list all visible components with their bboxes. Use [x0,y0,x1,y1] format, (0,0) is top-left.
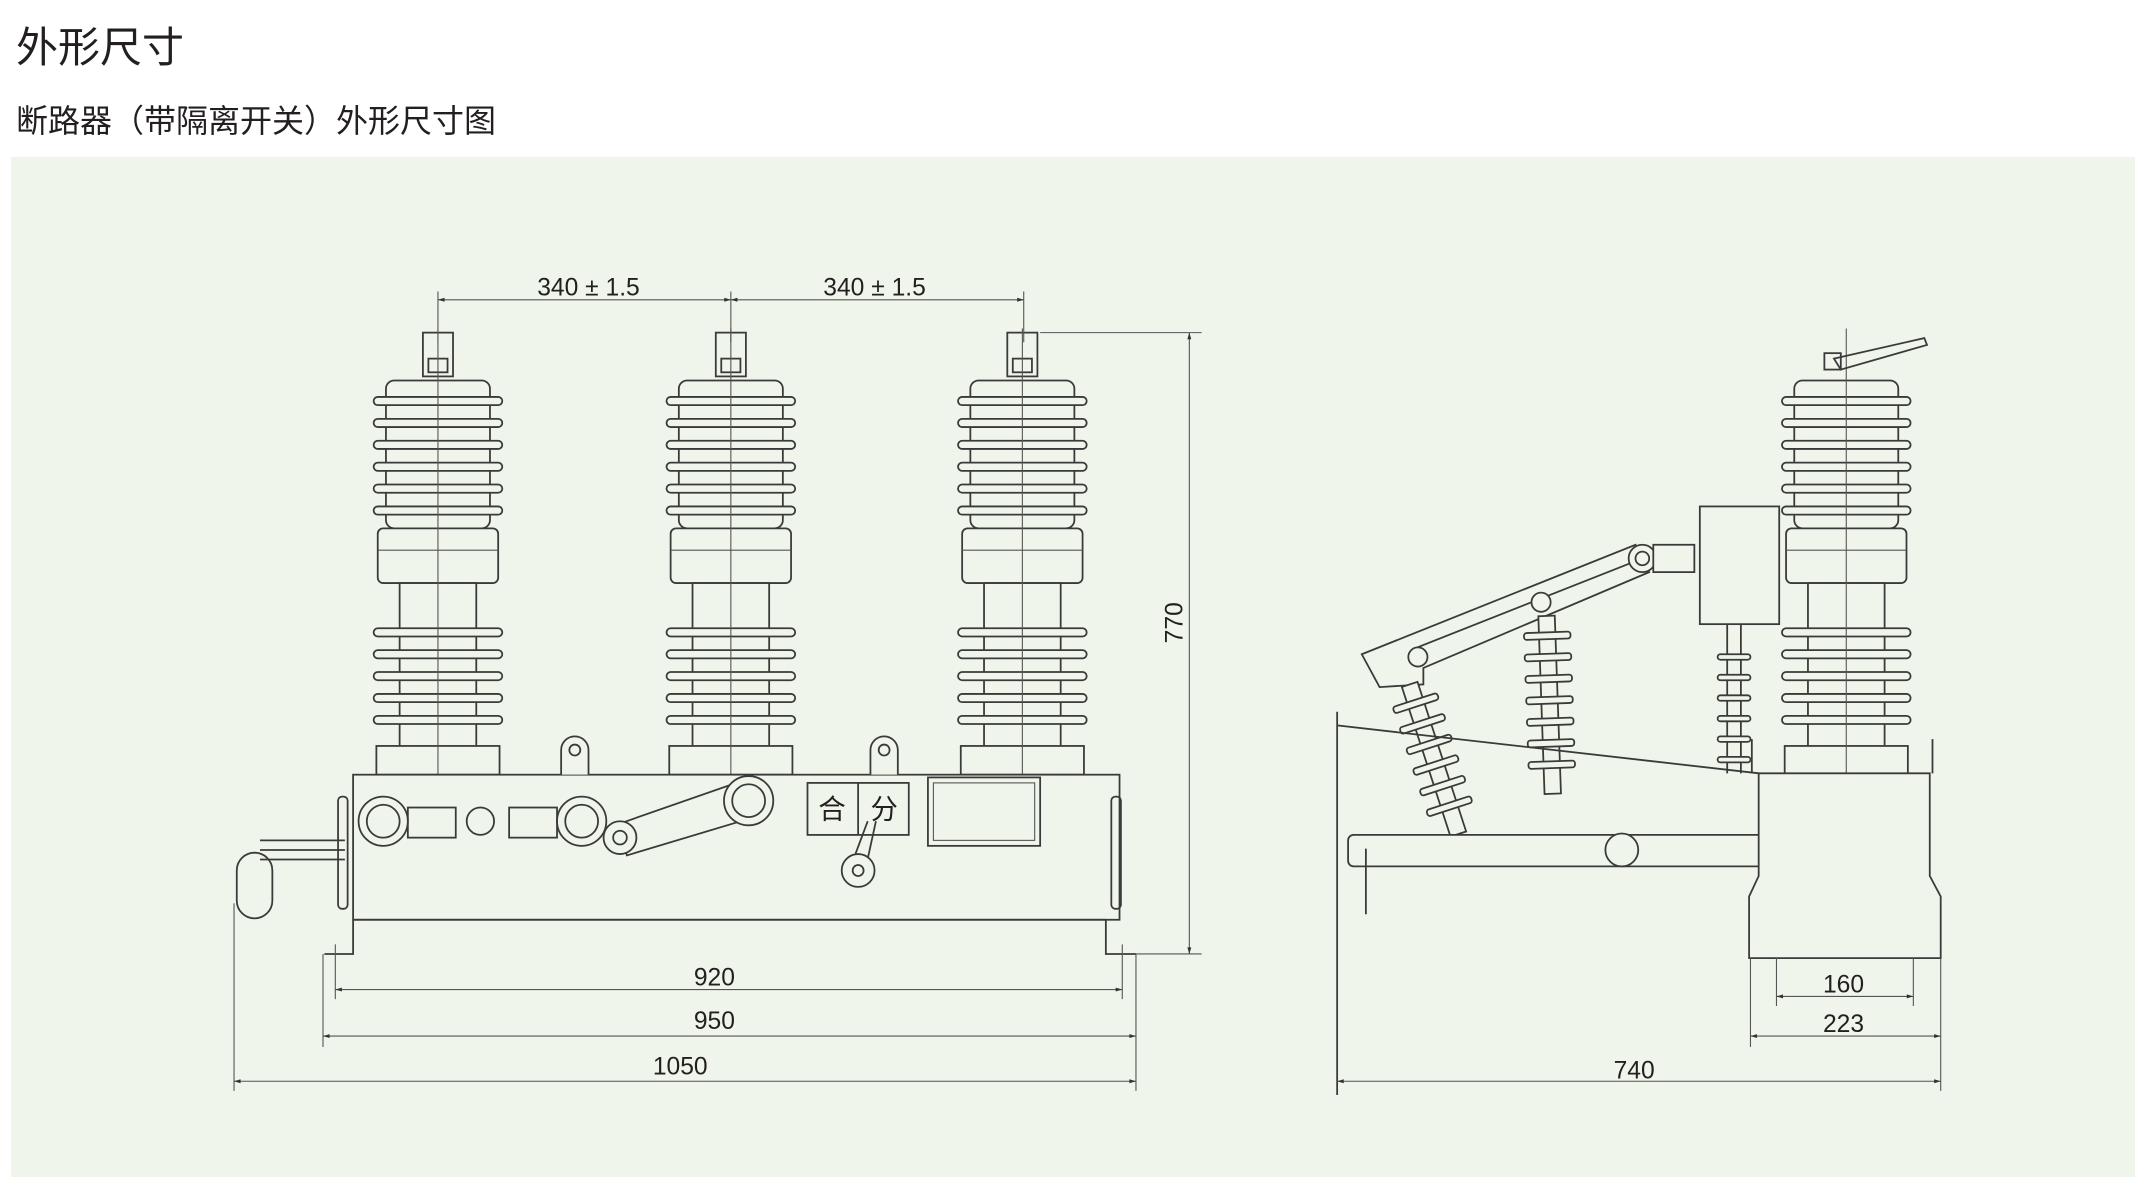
lifting-ear-hole [568,743,582,757]
width-label-740: 740 [1614,1058,1655,1085]
pole-spacing-label: 340 ± 1.5 [823,275,926,302]
pole-base-bracket [1748,772,1942,959]
insulator-shed [1525,695,1574,706]
pole-spacing-label: 340 ± 1.5 [537,275,640,302]
pole-spacing-dimension: 340 ± 1.5 340 ± 1.5 [437,275,1025,343]
insulator-shed [1399,713,1446,735]
insulator-shed [1523,652,1573,663]
width-label-223: 223 [1823,1011,1864,1038]
linkage-pivot-inner [365,803,401,839]
rod-shed [1716,653,1752,661]
section-title: 外形尺寸 [16,23,185,72]
width-label-160: 160 [1823,971,1864,998]
isolator-blade [1360,543,1651,689]
blade-bolt [1407,646,1429,668]
extension-lines [1749,958,1942,1091]
height-dimension: 770 [1040,332,1202,955]
extension-lines [1040,332,1202,955]
side-width-dimensions: 160 223 740 [1337,958,1942,1091]
width-label-950: 950 [694,1008,735,1035]
top-handle-block [1823,352,1842,371]
manual-lever-hub [840,853,876,888]
insulator-shed [1412,754,1460,776]
linkage-pivot [556,795,608,847]
tilted-insulator [1523,614,1576,795]
blade-bolt [1530,591,1552,613]
drawing-panel [11,157,2135,1177]
front-view: 合 分 340 ± 1.5 340 ± 1.5 770 920 950 [233,275,1202,1091]
pull-ring-icon [235,851,274,920]
counter-window [927,776,1042,847]
blade-pivot-pin [1634,550,1651,567]
insulator-shed [1425,795,1473,817]
pole [1781,328,1912,776]
lever-eye [723,775,775,827]
width-dimensions: 920 950 1050 [233,903,1137,1091]
insulator-shed [1405,733,1453,756]
side-handle [337,795,349,910]
close-label: 合 [818,794,845,825]
top-handle [1832,337,1929,371]
extension-lines [233,903,1137,1091]
rod-shed [1716,694,1752,702]
extension-lines [437,291,1025,343]
drawing-caption: 断路器（带隔离开关）外形尺寸图 [16,102,497,140]
isolator-box [1698,505,1781,626]
insulator-shed [1523,630,1572,641]
insulator-shed [1392,692,1440,714]
bracket-uprights [1750,739,1934,774]
height-label: 770 [1161,602,1188,643]
base-plate [324,918,1136,955]
tilted-insulator [1392,680,1473,838]
insulator-shed [1524,673,1573,684]
pole [372,328,504,776]
insulator-shed [1526,738,1576,749]
blade-pivot [1627,543,1657,574]
operating-rod [260,839,345,861]
insulator-shed [1526,716,1575,727]
pole [957,328,1088,776]
open-label: 分 [870,794,897,825]
lever-pivot-pin [612,829,628,846]
blade-edge [1413,560,1636,650]
insulator-shed [1419,775,1466,797]
rod-shed [1716,714,1752,723]
rod-shed [1716,673,1752,682]
lever-pivot [602,820,638,855]
width-label-920: 920 [694,964,735,991]
rod-shed [1716,756,1752,764]
linkage-nut [465,806,495,836]
lever-eye-inner [731,783,766,819]
width-label-1050: 1050 [653,1053,708,1080]
lifting-ear-hole [877,743,891,757]
linkage-pivot-inner [564,803,599,839]
close-indicator [406,806,457,839]
insulator-shed [1527,759,1576,770]
frame-brace [1337,724,1759,775]
counter-window-inner [932,782,1036,841]
blade-hinge [1652,543,1696,574]
rod-shed [1716,735,1752,743]
pole [665,328,797,776]
side-handle [1110,795,1122,910]
side-view: 160 223 740 [1336,328,1942,1095]
frame-hole [1604,832,1640,868]
manual-lever-pin [851,864,865,877]
